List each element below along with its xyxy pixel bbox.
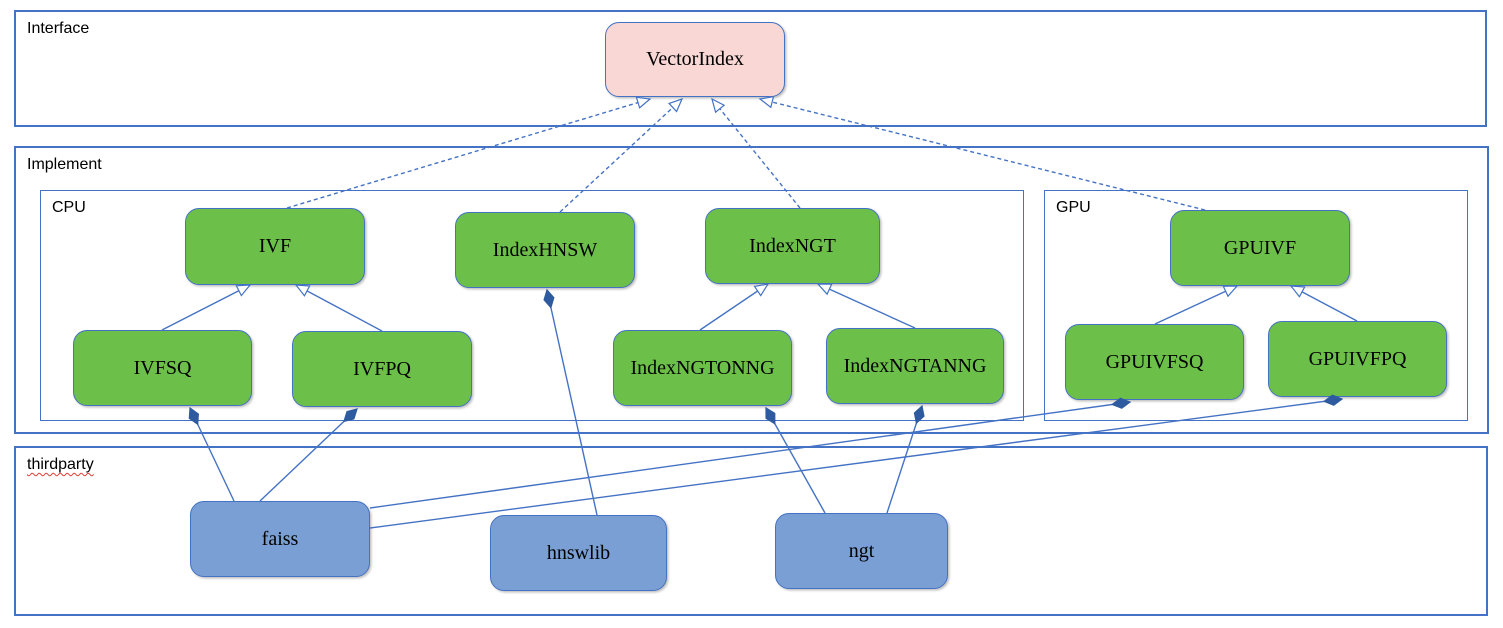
node-label-ivfpq: IVFPQ — [353, 357, 411, 380]
node-label-indexngt: IndexNGT — [749, 234, 836, 257]
node-faiss[interactable]: faiss — [190, 501, 370, 577]
node-label-gpuivf: GPUIVF — [1223, 236, 1297, 259]
node-label-vectorindex: VectorIndex — [646, 48, 744, 70]
node-label-gpuivfpq: GPUIVFPQ — [1308, 347, 1407, 370]
node-ivfpq[interactable]: IVFPQ — [292, 331, 472, 407]
node-label-indexhnsw: IndexHNSW — [492, 238, 598, 261]
node-vectorindex[interactable]: VectorIndex — [605, 22, 785, 97]
node-ivfsq[interactable]: IVFSQ — [73, 330, 252, 406]
node-label-ivf: IVF — [258, 235, 292, 257]
node-indexngtanng[interactable]: IndexNGTANNG — [826, 328, 1004, 404]
node-gpuivfpq[interactable]: GPUIVFPQ — [1268, 321, 1447, 397]
group-label-cpu: CPU — [52, 199, 86, 216]
node-indexhnsw[interactable]: IndexHNSW — [455, 212, 635, 288]
node-label-hnswlib: hnswlib — [546, 541, 611, 564]
node-indexngt[interactable]: IndexNGT — [705, 208, 880, 284]
node-gpuivf[interactable]: GPUIVF — [1170, 210, 1350, 286]
node-ngt[interactable]: ngt — [775, 513, 948, 589]
node-label-faiss: faiss — [261, 527, 299, 550]
node-ivf[interactable]: IVF — [185, 208, 365, 285]
node-label-indexngtanng: IndexNGTANNG — [843, 354, 987, 377]
node-gpuivfsq[interactable]: GPUIVFSQ — [1065, 324, 1244, 400]
node-label-ngt: ngt — [848, 539, 875, 562]
node-label-indexngtonng: IndexNGTONNG — [630, 356, 775, 379]
node-label-ivfsq: IVFSQ — [133, 356, 192, 379]
node-hnswlib[interactable]: hnswlib — [490, 515, 667, 591]
node-indexngtonng[interactable]: IndexNGTONNG — [613, 330, 792, 406]
group-label-gpu: GPU — [1056, 199, 1091, 216]
group-label-interface: Interface — [27, 20, 90, 37]
node-label-gpuivfsq: GPUIVFSQ — [1105, 350, 1204, 373]
group-label-thirdparty: thirdparty — [27, 456, 94, 473]
group-label-implement: Implement — [27, 156, 102, 173]
